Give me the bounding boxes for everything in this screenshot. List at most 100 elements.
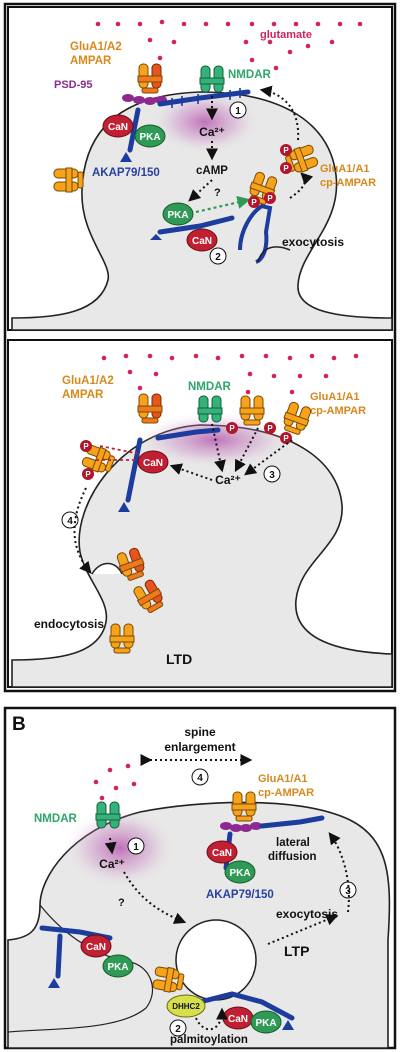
nmdar-ca-arrow-b xyxy=(104,837,117,855)
glua-a1-label-ltd: GluA1/A1 xyxy=(310,391,360,403)
can-b-left xyxy=(80,934,112,958)
step2-label-a: 2 xyxy=(215,252,221,263)
can-b-top xyxy=(206,840,238,864)
step1-circle-a xyxy=(229,101,247,119)
lateral-diffusion-arrow xyxy=(328,832,350,913)
phospho-2 xyxy=(264,192,276,204)
dhhc2-enzyme xyxy=(166,994,206,1018)
lateral-arrow-a xyxy=(259,85,300,141)
can-top-a xyxy=(102,114,134,138)
step2-label-b: 2 xyxy=(175,1024,181,1035)
pka-label-top-a: PKA xyxy=(139,132,160,143)
ca-can-arrow xyxy=(169,463,213,481)
phospho-3 xyxy=(280,144,292,156)
phospho-ltd-label-3: P xyxy=(229,424,235,433)
pka-top-a xyxy=(134,124,166,148)
can-label-b-left: CaN xyxy=(86,942,106,953)
phospho-ltd-label-5: P xyxy=(283,434,289,443)
phospho-label-3: P xyxy=(283,146,289,155)
endosome-akap xyxy=(238,203,273,264)
step4-circle-b xyxy=(191,768,209,786)
palmitoylation-arrow xyxy=(195,1007,228,1031)
akap-chain-ltd xyxy=(125,427,221,503)
step3-circle-a xyxy=(263,465,281,483)
ca-label-b: Ca²⁺ xyxy=(99,857,125,871)
can-ltd xyxy=(137,450,169,474)
pka-label-b-left: PKA xyxy=(107,962,128,973)
endocytosis-label: endocytosis xyxy=(34,617,104,631)
nmdar-label-b: NMDAR xyxy=(34,813,77,825)
can-label-mid-a: CaN xyxy=(192,236,212,247)
vesicle-membrane-a xyxy=(257,246,291,263)
phospho-ltd-label-4: P xyxy=(267,424,273,433)
exocytosis-arrow-b xyxy=(267,914,339,945)
glua-a2-label-ltd: GluA1/A2 xyxy=(62,375,114,387)
glutamate-dots xyxy=(95,19,363,71)
ltp-label: LTP xyxy=(284,943,309,959)
panel-b-letter: B xyxy=(12,714,26,735)
akap-ticks-top xyxy=(171,88,241,108)
pka-label-b-bottom: PKA xyxy=(255,1018,276,1029)
exocytosis-label-b: exocytosis xyxy=(276,907,338,921)
glutamate-dots-b xyxy=(93,763,137,801)
can-mid-a xyxy=(186,228,218,252)
pka-b-bottom xyxy=(250,1010,282,1034)
endocytosis-arrow xyxy=(73,487,92,574)
glutamate-dots-ltd xyxy=(101,353,359,395)
psd95-label: PSD-95 xyxy=(54,79,93,91)
dendrite-outline-b xyxy=(7,904,154,1033)
recycling-endosome xyxy=(175,919,257,1001)
ca-vesicle-arrow xyxy=(123,871,187,924)
pka-b-top xyxy=(224,860,256,884)
phospho-ltd xyxy=(80,422,292,480)
ca-label-ltd: Ca²⁺ xyxy=(215,473,241,487)
ampar-label: AMPAR xyxy=(70,55,112,67)
glua-a1-label-top: GluA1/A1 xyxy=(320,163,370,175)
phospho-ltd-label-2: P xyxy=(85,470,91,479)
lateral-label: lateral xyxy=(276,837,310,849)
pka-label-b-top: PKA xyxy=(229,868,250,879)
phospho-1 xyxy=(248,196,260,208)
question-top-a: ? xyxy=(214,187,221,199)
step3-label-a: 3 xyxy=(269,470,275,481)
nmdar-label-ltd: NMDAR xyxy=(188,381,231,393)
akap-chain-b-bottom xyxy=(197,991,295,1021)
pka-phospho-arrow xyxy=(195,195,251,214)
step4-label-a: 4 xyxy=(67,516,73,527)
akap-label-top-a: AKAP79/150 xyxy=(92,167,160,179)
diffusion-label: diffusion xyxy=(268,851,317,863)
step2-circle-b xyxy=(169,1019,187,1037)
can-label-ltd: CaN xyxy=(143,458,163,469)
phospho-label-4: P xyxy=(283,164,289,173)
cp-ampar-label-ltd: cp-AMPAR xyxy=(310,405,366,417)
glutamate-label: glutamate xyxy=(260,29,312,41)
calcium-glow-b xyxy=(64,808,176,888)
ca-label-top-a: Ca²⁺ xyxy=(199,125,225,139)
glua-a1-label-b: GluA1/A1 xyxy=(258,773,308,785)
akap-anchor-ltd xyxy=(118,502,130,512)
cp-ampar-label-b: cp-AMPAR xyxy=(258,787,314,799)
ltd-label: LTD xyxy=(166,651,192,667)
palmitoylation-label: palmitoylation xyxy=(170,1034,248,1046)
phospho-label-1: P xyxy=(251,198,257,207)
akap-anchor-b-left xyxy=(48,978,60,988)
can-label-top-a: CaN xyxy=(108,122,128,133)
phospho-4 xyxy=(280,162,292,174)
dhhc2-label: DHHC2 xyxy=(172,1002,200,1011)
can-label-b-bottom: CaN xyxy=(228,1014,248,1025)
akap-anchor-top xyxy=(120,152,132,162)
phospho-ltd-label-1: P xyxy=(83,442,89,451)
ampar-label-ltd: AMPAR xyxy=(62,389,104,401)
akap-anchor-b-bottom xyxy=(282,1020,294,1030)
glua-a2-label: GluA1/A2 xyxy=(70,41,122,53)
pka-label-mid-a: PKA xyxy=(167,210,188,221)
step2-circle-a xyxy=(209,247,227,265)
cp-ampar-label-top: cp-AMPAR xyxy=(320,177,376,189)
step1-label-a: 1 xyxy=(235,106,241,117)
akap-label-b: AKAP79/150 xyxy=(206,889,274,901)
pka-mid-a xyxy=(162,202,194,226)
psd95-b xyxy=(220,822,262,832)
akap-chain-mid-a xyxy=(157,215,235,235)
